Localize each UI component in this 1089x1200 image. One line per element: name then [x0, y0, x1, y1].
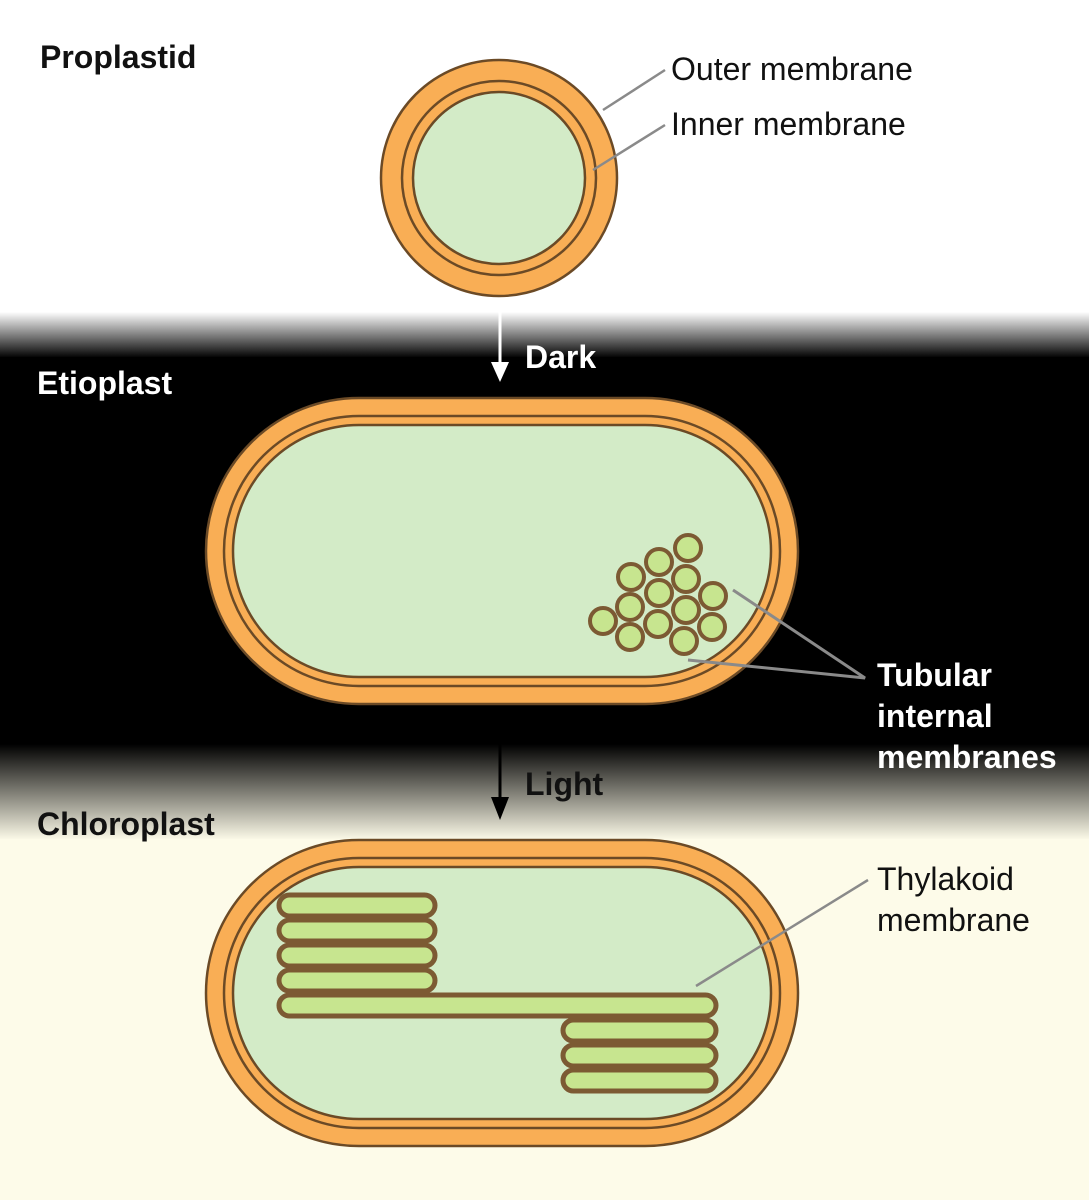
tubule — [615, 592, 645, 622]
tubular-label-line-3: membranes — [877, 739, 1057, 775]
thylakoid-disc — [276, 892, 438, 919]
tubule — [669, 626, 699, 656]
tubule — [644, 578, 674, 608]
tubular-label-line-2: internal — [877, 698, 993, 734]
thylakoid-disc — [276, 917, 438, 944]
left-granum — [276, 892, 438, 994]
right-granum — [560, 1017, 719, 1094]
thylakoid-disc — [276, 942, 438, 969]
light-transition-label: Light — [525, 766, 604, 802]
light-transition-gradient — [0, 744, 1089, 840]
tubule — [643, 609, 673, 639]
tubule — [616, 562, 646, 592]
prolamellar-body — [588, 533, 728, 656]
thylakoid-disc — [560, 1067, 719, 1094]
tubular-label-line-1: Tubular — [877, 657, 992, 693]
proplastid — [379, 58, 619, 298]
thylakoid-membrane-label: Thylakoid membrane — [877, 861, 1030, 938]
chloroplast — [204, 838, 800, 1148]
thylakoid-disc — [560, 1042, 719, 1069]
tubule — [644, 547, 674, 577]
tubule — [698, 581, 728, 611]
dark-transition-label: Dark — [525, 339, 596, 375]
stroma-lamella — [276, 992, 719, 1019]
etioplast-label: Etioplast — [37, 365, 172, 401]
proplastid-stroma — [411, 90, 587, 266]
thylakoid-disc — [560, 1017, 719, 1044]
dark-arrow — [491, 305, 509, 382]
dark-transition-gradient — [0, 312, 1089, 358]
tubule — [671, 564, 701, 594]
tubule — [588, 606, 618, 636]
chloroplast-label: Chloroplast — [37, 806, 215, 842]
light-arrow — [491, 715, 509, 820]
tubule — [615, 622, 645, 652]
inner-membrane-label: Inner membrane — [671, 106, 906, 142]
thylakoid-membrane-leader — [695, 878, 869, 988]
tubule — [671, 595, 701, 625]
tubule — [673, 533, 703, 563]
outer-membrane-label: Outer membrane — [671, 51, 913, 87]
etioplast — [204, 396, 800, 706]
tubular-internal-membranes-label: Tubular internal membranes — [877, 657, 1057, 775]
outer-membrane-leader — [602, 68, 666, 112]
thylakoid-disc — [276, 967, 438, 994]
inner-membrane-leader — [592, 123, 666, 172]
tubule — [697, 612, 727, 642]
proplastid-label: Proplastid — [40, 39, 196, 75]
thylakoid-label-line-1: Thylakoid — [877, 861, 1014, 897]
thylakoid-label-line-2: membrane — [877, 902, 1030, 938]
tubular-membranes-leader — [687, 588, 866, 680]
